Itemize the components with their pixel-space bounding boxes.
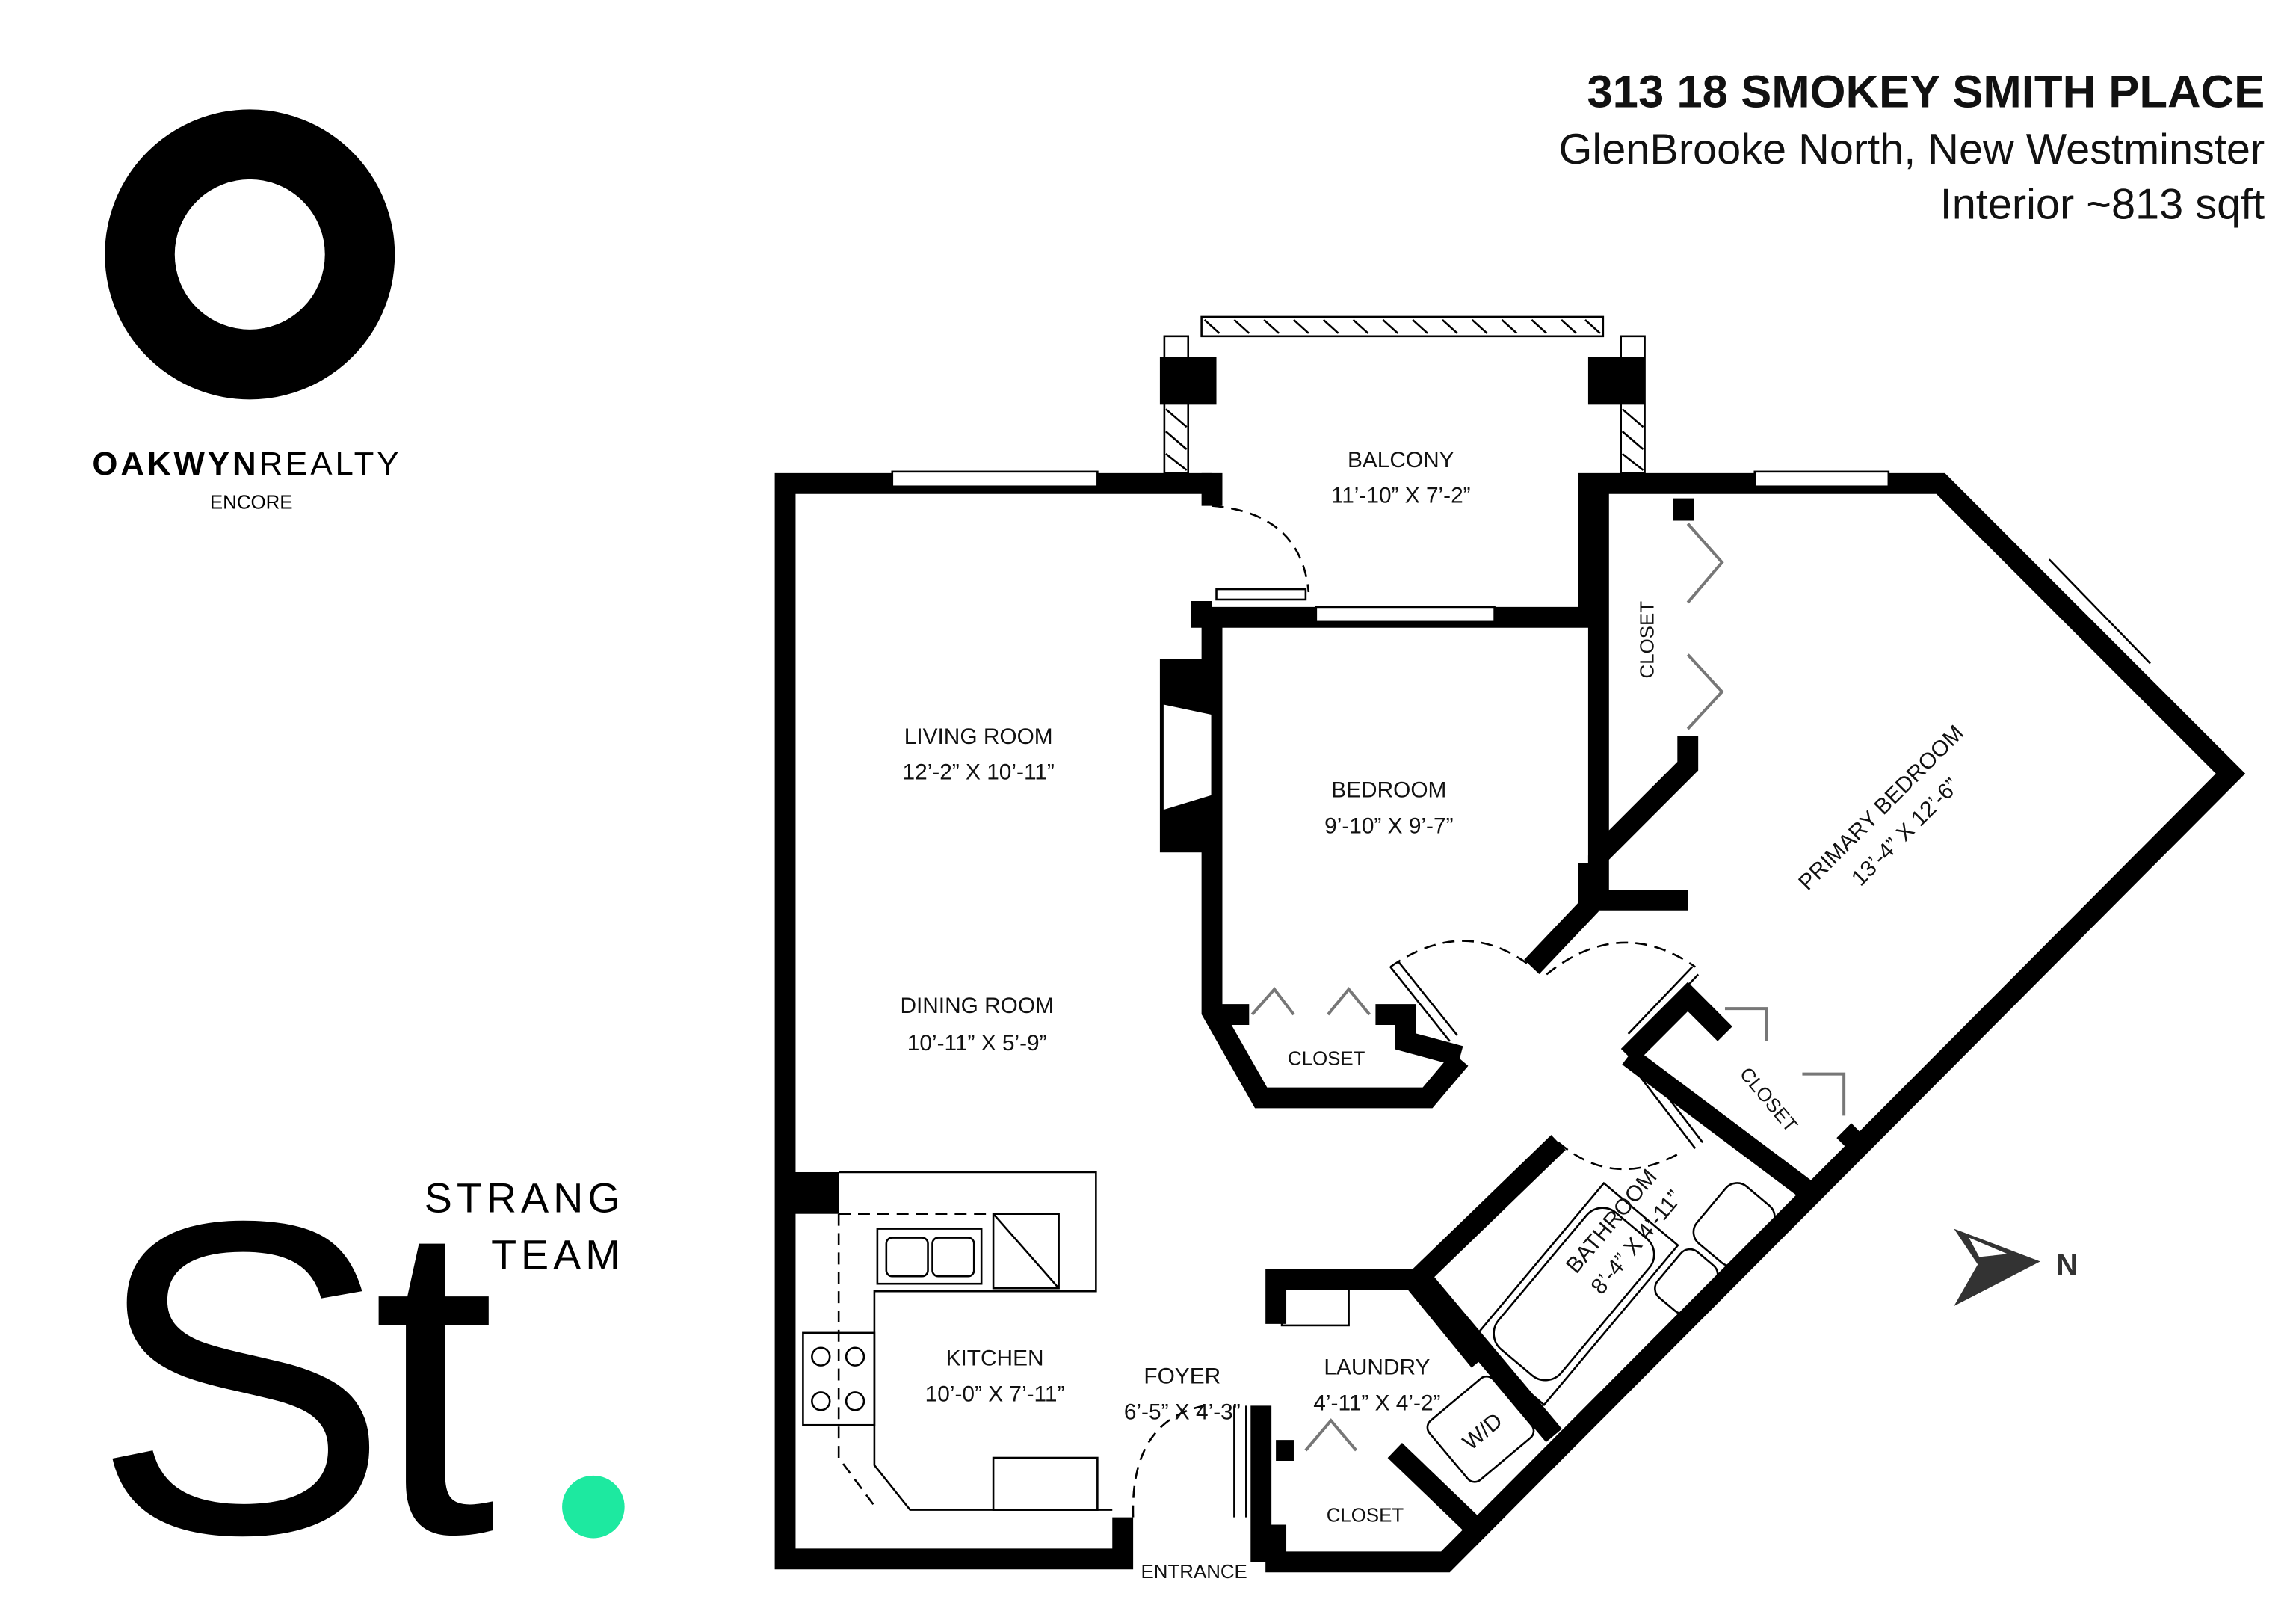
walls	[774, 470, 2246, 1573]
dining-label: DINING ROOM	[900, 994, 1053, 1018]
living-dims: 12’-2” X 10’-11”	[902, 760, 1054, 785]
closet-label-bedroom: CLOSET	[1288, 1049, 1365, 1070]
stove-icon	[802, 1331, 876, 1426]
dining-dims: 10’-11” X 5’-9”	[907, 1031, 1047, 1056]
north-label: N	[2056, 1248, 2078, 1281]
balcony	[1159, 315, 1646, 475]
sink-icon	[876, 1228, 983, 1285]
bathtub-icon	[1493, 1207, 1655, 1382]
foyer-label: FOYER	[1144, 1364, 1220, 1389]
kitchen-dims: 10’-0” X 7’-11”	[925, 1382, 1065, 1406]
kitchen-fixtures	[802, 1171, 1350, 1511]
laundry-dims: 4’-11” X 4’-2”	[1313, 1391, 1440, 1415]
strang-green-dot	[562, 1475, 625, 1539]
strang-line2: TEAM	[491, 1231, 625, 1278]
vanity-sink-icon	[1692, 1182, 1776, 1267]
oakwyn-encore: ENCORE	[210, 493, 293, 514]
bedroom-label: BEDROOM	[1331, 778, 1446, 803]
foyer-dims: 6’-5” X 4’-3”	[1124, 1399, 1241, 1424]
closet-label-entry: CLOSET	[1327, 1506, 1404, 1527]
dishwasher-icon	[992, 1456, 1099, 1511]
door-swings	[1132, 505, 1846, 1518]
north-arrow-icon: N	[1954, 1228, 2078, 1307]
neighbourhood: GlenBrooke North, New Westminster	[1559, 126, 2265, 173]
kitchen-label: KITCHEN	[946, 1346, 1044, 1371]
oakwyn-wordmark: OAKWYNREALTY	[92, 446, 401, 482]
entrance-label: ENTRANCE	[1141, 1562, 1247, 1583]
toilet-icon	[1654, 1248, 1719, 1315]
laundry-label: LAUNDRY	[1324, 1355, 1430, 1380]
strang-st-logo: St	[92, 1129, 497, 1623]
living-label: LIVING ROOM	[904, 724, 1053, 749]
interior-size: Interior ~813 sqft	[1940, 181, 2265, 229]
oakwyn-o-logo	[105, 109, 395, 400]
closet-label-hall: CLOSET	[1735, 1064, 1801, 1136]
balcony-label: BALCONY	[1348, 448, 1454, 472]
closet-label-primary: CLOSET	[1637, 601, 1658, 679]
strang-line1: STRANG	[425, 1175, 625, 1222]
balcony-dims: 11’-10” X 7’-2”	[1331, 484, 1471, 508]
bathroom-fixtures	[1469, 1181, 1776, 1406]
address-title: 313 18 SMOKEY SMITH PLACE	[1587, 66, 2265, 117]
bedroom-dims: 9’-10” X 9’-7”	[1324, 813, 1453, 838]
svg-text:W/D: W/D	[1458, 1408, 1507, 1456]
